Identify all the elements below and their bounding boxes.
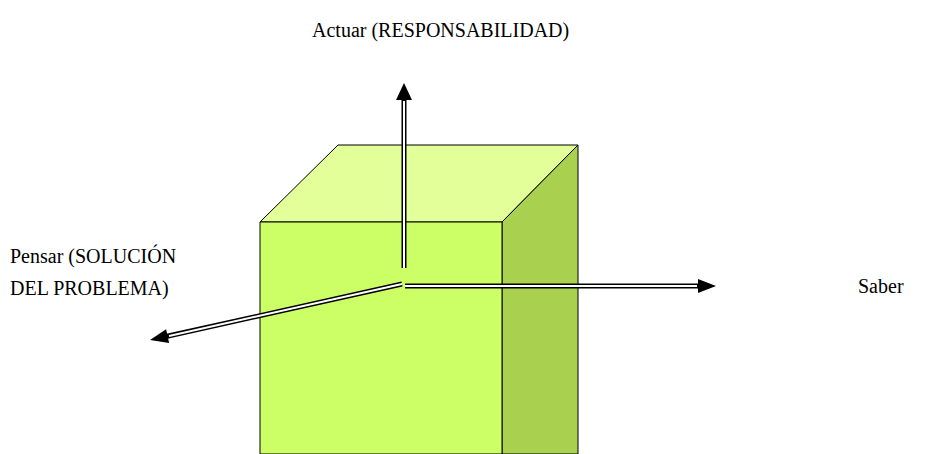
arrow-up [396, 83, 412, 268]
axis-label: Actuar (RESPONSABILIDAD) [312, 14, 712, 46]
arrow-left [150, 284, 402, 343]
cube-side [502, 145, 578, 454]
arrow-right [405, 279, 716, 293]
axis-label: Saber [858, 270, 928, 302]
cube-front [260, 222, 502, 454]
axis-label: Pensar (SOLUCIÓN DEL PROBLEMA) [10, 240, 178, 304]
